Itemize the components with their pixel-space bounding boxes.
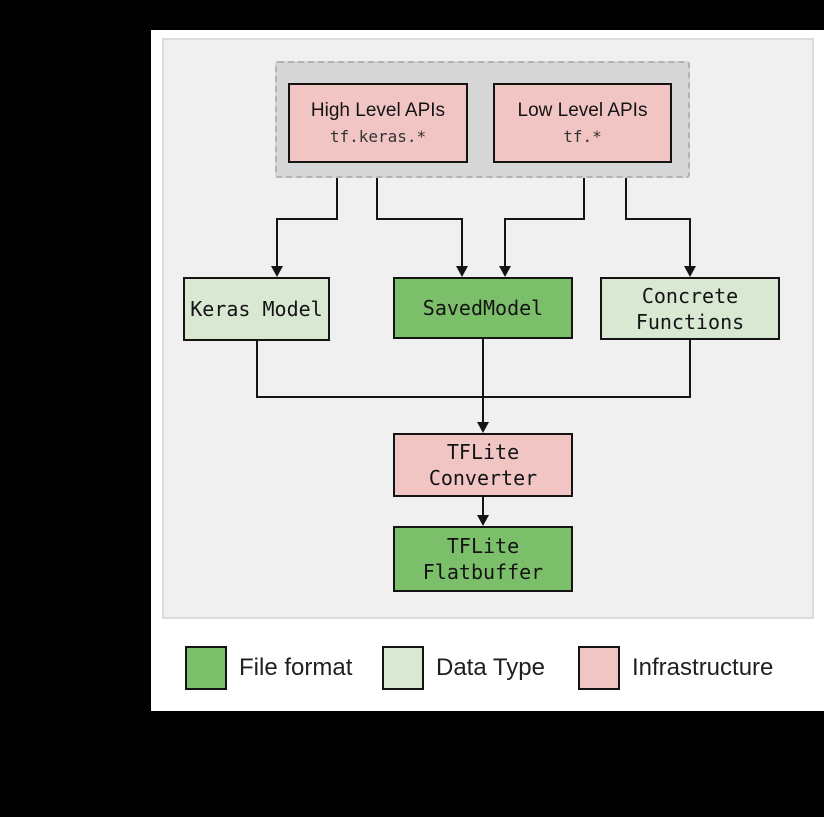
arrowhead-keras xyxy=(271,266,283,277)
node-tflite-converter: TFLite Converter xyxy=(393,433,573,497)
file-format-swatch xyxy=(185,646,227,690)
node-high-level-apis: High Level APIs tf.keras.* xyxy=(288,83,468,163)
edge-highlevel-to-saved xyxy=(376,163,463,268)
arrowhead-converter xyxy=(477,422,489,433)
arrowheads xyxy=(271,266,696,526)
data-type-label: Data Type xyxy=(436,654,545,681)
edge-lowlevel-to-saved xyxy=(504,163,585,268)
connector-lines xyxy=(256,163,696,526)
infrastructure-label: Infrastructure xyxy=(632,654,774,681)
tflite-converter-label: TFLite Converter xyxy=(428,440,538,490)
node-saved-model: SavedModel xyxy=(393,277,573,339)
legend-item-file-format: File format xyxy=(185,644,352,692)
node-low-level-apis: Low Level APIs tf.* xyxy=(493,83,672,163)
tflite-conversion-diagram: High Level APIs tf.keras.* Low Level API… xyxy=(162,38,814,619)
legend-item-infrastructure: Infrastructure xyxy=(578,644,773,692)
concrete-functions-label: Concrete Functions xyxy=(635,283,745,334)
figure-panel: High Level APIs tf.keras.* Low Level API… xyxy=(151,30,824,711)
arrowhead-flatbuffer xyxy=(477,515,489,526)
data-type-swatch xyxy=(382,646,424,690)
node-tflite-flatbuffer: TFLite Flatbuffer xyxy=(393,526,573,592)
high-level-apis-title: High Level APIs xyxy=(310,99,446,121)
tflite-flatbuffer-label: TFLite Flatbuffer xyxy=(422,534,544,584)
infrastructure-swatch xyxy=(578,646,620,690)
legend-item-data-type: Data Type xyxy=(382,644,545,692)
arrowhead-saved-2 xyxy=(499,266,511,277)
edge-bus-collector xyxy=(256,340,691,398)
saved-model-label: SavedModel xyxy=(422,296,544,320)
edge-highlevel-to-keras xyxy=(276,163,338,268)
low-level-apis-title: Low Level APIs xyxy=(517,99,648,121)
arrowhead-saved-1 xyxy=(456,266,468,277)
low-level-apis-namespace: tf.* xyxy=(563,127,602,147)
keras-model-label: Keras Model xyxy=(190,297,323,321)
legend: File format Data Type Infrastructure xyxy=(151,644,824,692)
node-concrete-functions: Concrete Functions xyxy=(600,277,780,340)
edge-lowlevel-to-concrete xyxy=(625,163,691,268)
node-keras-model: Keras Model xyxy=(183,277,330,341)
high-level-apis-namespace: tf.keras.* xyxy=(329,127,427,147)
arrowhead-concrete xyxy=(684,266,696,277)
file-format-label: File format xyxy=(239,654,353,681)
